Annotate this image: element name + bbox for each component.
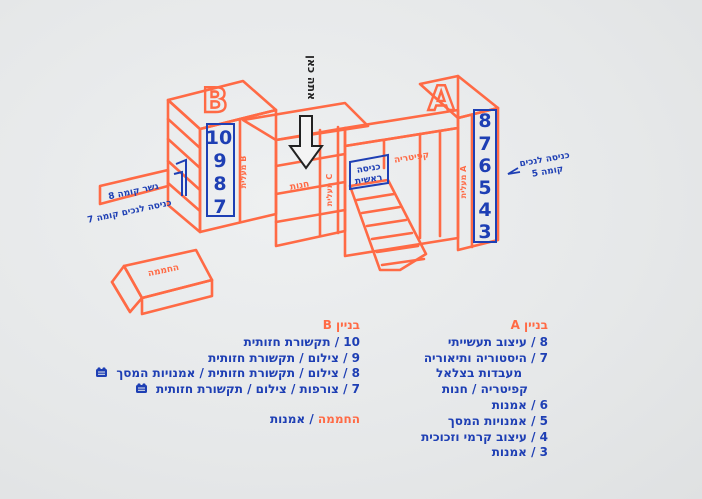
legend-building-b: בניין B 10 / תקשורת חזותית 9 / צילום / ת… bbox=[78, 318, 360, 428]
legend-a-row: 6 / אמנות bbox=[491, 397, 548, 412]
bridge-arrows bbox=[173, 158, 187, 196]
legend-b-hamama: החממה / אמנות bbox=[78, 412, 360, 428]
main-entrance-line1: כניסה bbox=[356, 162, 381, 176]
accessibility-icon bbox=[135, 383, 147, 394]
shop-label: חנות bbox=[289, 179, 310, 192]
legend-b-row: 7 / צורפות / צילום / תקשורת חזותית bbox=[155, 382, 360, 397]
a-floor-frame bbox=[473, 109, 497, 243]
a-floor-6: 6 bbox=[478, 155, 491, 177]
legend-a-row: 4 / עיצוב קרמי וזכוכית bbox=[421, 429, 548, 444]
accessibility-icon bbox=[96, 367, 108, 378]
legend-a-row: מעבדות בצלאל bbox=[436, 366, 522, 381]
legend-a-row: קפיטריה / חנות bbox=[441, 382, 528, 397]
legend-b-row: 10 / תקשורת חזותית bbox=[243, 334, 360, 349]
entrance-a5: כניסה לנכים קומה 5 bbox=[519, 151, 571, 180]
legend-b-row: 9 / צילום / תקשורת חזותית bbox=[208, 350, 360, 365]
building-b-letter: B bbox=[202, 81, 228, 121]
entrance-a5-arrow bbox=[507, 167, 521, 175]
hamama-label: החממה bbox=[147, 263, 180, 279]
legend-a-row: 7 / היסטוריה ותיאוריה bbox=[423, 350, 548, 365]
legend-b-title: בניין B bbox=[322, 318, 360, 332]
building-a-letter: A bbox=[428, 79, 455, 119]
legend-a-row: 5 / אמנויות המסך bbox=[447, 413, 548, 428]
b-floor-9: 9 bbox=[213, 150, 226, 172]
main-entrance: כניסה ראשית bbox=[349, 153, 389, 191]
you-are-here-text: אתה כאן bbox=[305, 55, 318, 100]
you-are-here-marker: אתה כאן bbox=[288, 55, 324, 170]
a-floor-5: 5 bbox=[478, 177, 491, 199]
entrance-a5-line2: קומה 5 bbox=[531, 164, 564, 179]
legend-a-title: בניין A bbox=[510, 318, 548, 332]
b-floor-10: 10 bbox=[206, 127, 232, 149]
legend-b-row: 8 / צילום / תקשורת חזותית / אמנויות המסך bbox=[116, 366, 360, 381]
legend-a-row: 3 / אמנות bbox=[491, 445, 548, 460]
a-floor-4: 4 bbox=[478, 199, 491, 221]
legend-b-hamama-name: החממה bbox=[317, 411, 360, 426]
legend-b-row-accessible: 7 / צורפות / צילום / תקשורת חזותית bbox=[78, 382, 360, 398]
a-floor-8: 8 bbox=[478, 110, 491, 132]
main-entrance-line2: ראשית bbox=[354, 173, 383, 187]
hamama-building bbox=[110, 248, 214, 316]
legend-building-a: בניין A 8 / עיצוב תעשייתי 7 / היסטוריה ו… bbox=[386, 318, 548, 461]
a-floor-7: 7 bbox=[478, 133, 491, 155]
stairs bbox=[348, 178, 428, 272]
cafeteria-label: קפיטריה bbox=[393, 150, 430, 165]
legend-b-row-accessible: 8 / צילום / תקשורת חזותית / אמנויות המסך bbox=[78, 366, 360, 382]
b-floor-7: 7 bbox=[213, 196, 226, 218]
legend-b-hamama-dept: / אמנות bbox=[269, 411, 318, 426]
building-a bbox=[418, 74, 500, 252]
b-floor-8: 8 bbox=[213, 173, 226, 195]
elevator-a-label: מעלית A bbox=[459, 165, 468, 199]
elevator-c-label: מעלית C bbox=[325, 174, 334, 207]
bridge-b8-label: גשר קומה 8 bbox=[107, 182, 159, 202]
bridge-pipe bbox=[98, 168, 170, 206]
a-floor-3: 3 bbox=[478, 221, 491, 243]
elevator-b-label: מעלית B bbox=[239, 156, 248, 189]
legend-a-row: 8 / עיצוב תעשייתי bbox=[447, 334, 548, 349]
b-floor-frame bbox=[206, 123, 235, 217]
